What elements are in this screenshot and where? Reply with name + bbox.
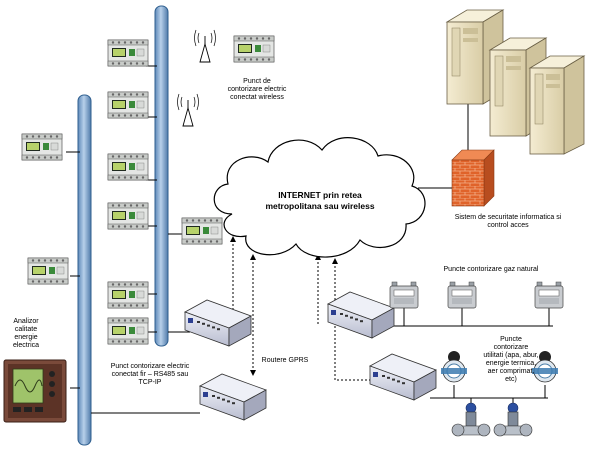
din-rail-energy-meter-icon [107,281,149,309]
utilities-label: Puncte contorizare utilitati (apa, abur,… [476,336,546,384]
din-rail-energy-meter-icon [233,35,275,63]
flow-meter-icon [451,402,491,437]
label-line: energie termica, [485,360,537,367]
analyzer-label: Analizor calitate energie electrica [2,318,50,350]
label-line: etc) [505,376,517,383]
gas-meter-icon [447,281,477,309]
label-line: energie [14,334,38,341]
routers-label: Routere GPRS [261,357,309,364]
water-meter-icon [441,351,467,383]
gas-label: Puncte contorizare gaz natural [443,266,539,273]
label-line: contorizare [493,344,529,351]
label-line: control acces [487,222,529,229]
gprs-router-icon [199,373,267,421]
gas-meter-icon [389,281,419,309]
label-line: Sistem de securitate informatica si [454,214,562,221]
bus-right [154,5,169,347]
gas-meter-icon [534,281,564,309]
wired-meter-label: Punct contorizare electric conectat fir … [100,363,200,387]
label-line: aer comprimat, [487,368,535,375]
cloud-label-line2: metropolitana sau wireless [265,201,375,211]
firewall-label: Sistem de securitate informatica si cont… [438,214,578,230]
wireless-antenna-icon [177,93,199,127]
label-line: Puncte [500,336,522,343]
din-rail-energy-meter-icon [107,317,149,345]
flow-meter-icon [493,402,533,437]
label-line: Punct de [243,78,271,85]
gprs-router-icon [327,291,395,339]
gprs-links [232,240,375,381]
label-line: Punct contorizare electric [110,363,190,370]
label-line: electrica [12,342,40,349]
din-rail-energy-meter-icon [181,217,223,245]
cloud-label-line1: INTERNET prin retea [278,190,362,200]
power-analyzer-icon [3,359,67,423]
wireless-meter-label: Punct de contorizare electric conectat w… [222,78,292,102]
wireless-antenna-icon [194,29,216,63]
din-rail-energy-meter-icon [107,39,149,67]
label-line: Analizor [13,318,39,325]
water-meter-icon [532,351,558,383]
label-line: contorizare electric [227,86,287,93]
label-line: conectat wireless [230,94,284,101]
energy-meters [21,35,275,345]
din-rail-energy-meter-icon [27,257,69,285]
gprs-router-icon [369,353,437,401]
gprs-router-icon [184,299,252,347]
cloud-label: INTERNET prin retea metropolitana sau wi… [250,190,390,212]
internet-cloud [213,137,426,258]
din-rail-energy-meter-icon [107,153,149,181]
gprs-routers [184,291,437,421]
bus-left [77,94,92,446]
label-line: conectat fir – RS485 sau [111,371,189,378]
gas-meters [389,281,564,309]
din-rail-energy-meter-icon [107,202,149,230]
din-rail-energy-meter-icon [107,91,149,119]
label-line: utilitati (apa, abur, [483,352,539,359]
label-line: TCP-IP [138,379,162,386]
din-rail-energy-meter-icon [21,133,63,161]
label-line: calitate [14,326,38,333]
brick-firewall-icon [451,149,495,207]
server-tower-icon [445,9,586,155]
